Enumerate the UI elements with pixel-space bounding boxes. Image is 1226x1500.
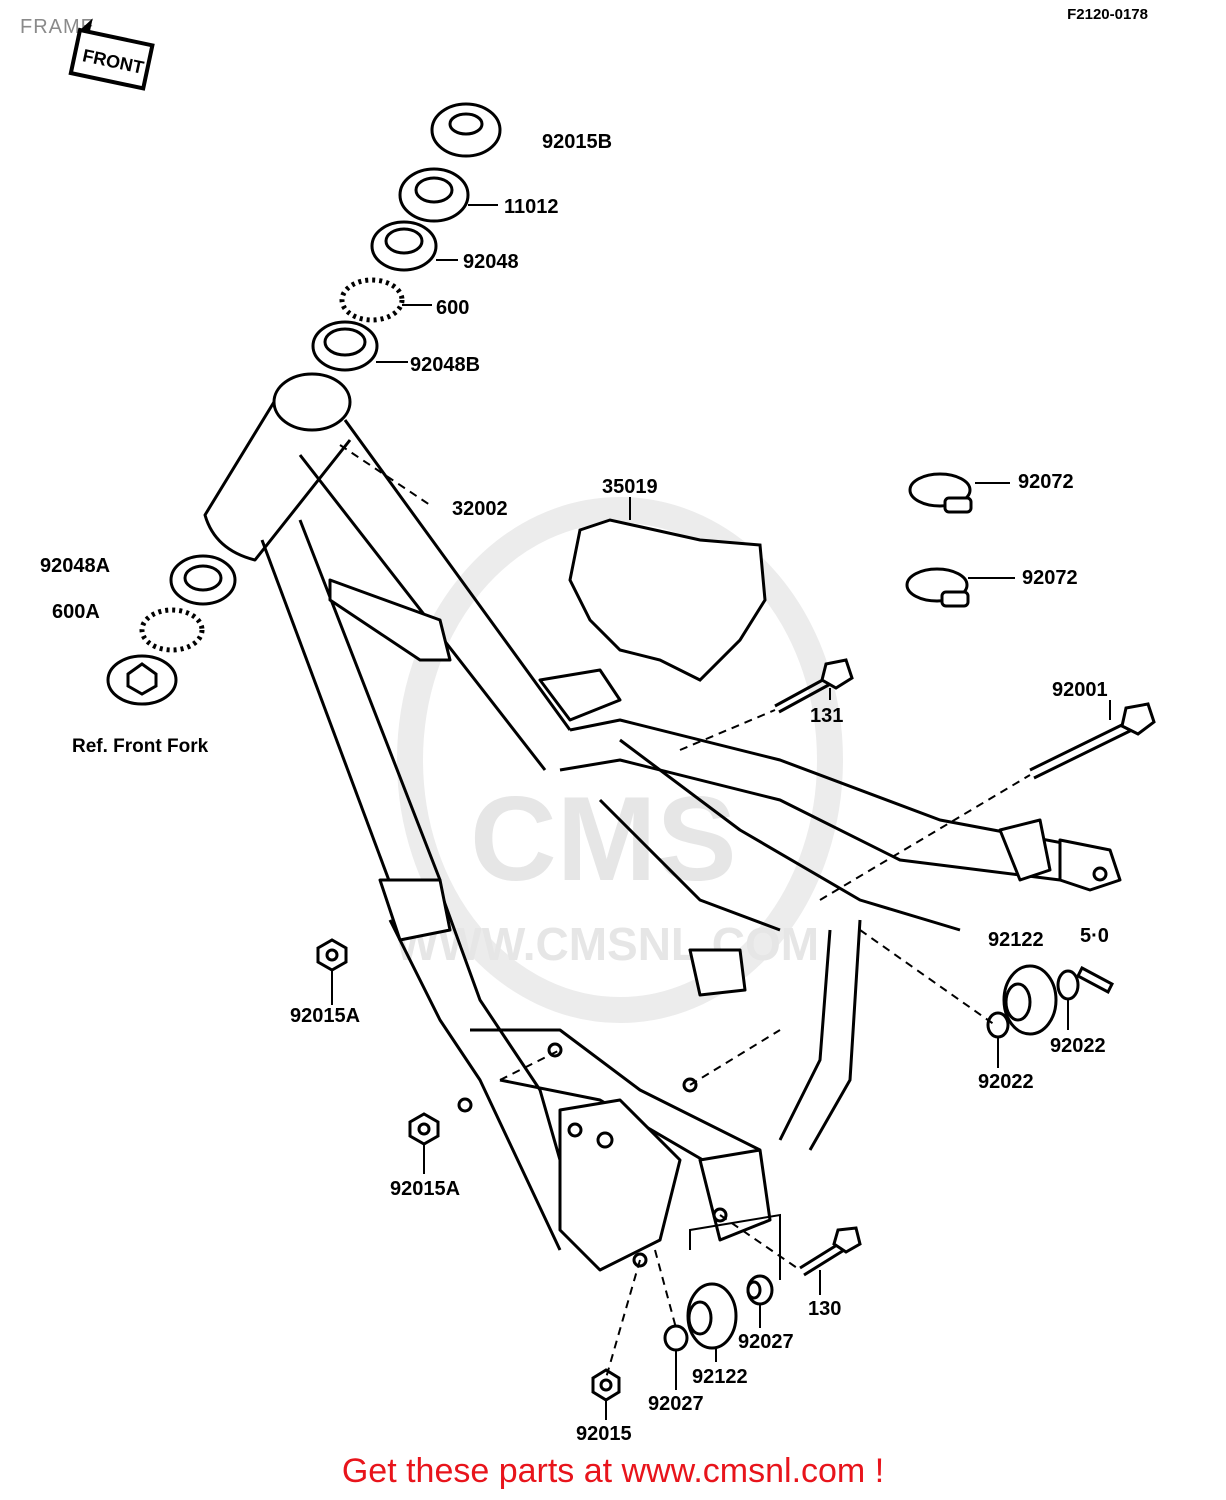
label-92122-upper: 92122 xyxy=(988,929,1044,951)
washer-92022-upper xyxy=(1056,969,1080,1001)
washer-92022-lower xyxy=(986,1011,1010,1039)
bolt-131 xyxy=(774,658,854,714)
side-cover-35019 xyxy=(568,518,767,682)
label-131: 131 xyxy=(810,705,843,727)
label-92048: 92048 xyxy=(463,251,519,273)
front-badge: FRONT xyxy=(68,18,155,91)
label-600: 600 xyxy=(436,297,469,319)
locknut-11012 xyxy=(398,167,470,223)
label-92027-lower: 92027 xyxy=(648,1393,704,1415)
cotter-pin-550 xyxy=(1076,965,1114,995)
label-92027-upper: 92027 xyxy=(738,1331,794,1353)
label-92022-left: 92022 xyxy=(978,1071,1034,1093)
collar-92027-lower xyxy=(663,1324,689,1352)
label-92122-lower: 92122 xyxy=(692,1366,748,1388)
label-92048B: 92048B xyxy=(410,354,480,376)
nut-92015A-lower xyxy=(408,1112,440,1146)
label-ref-front-fork: Ref. Front Fork xyxy=(72,736,209,757)
lower-steering-parts xyxy=(106,554,237,706)
label-92015B: 92015B xyxy=(542,131,612,153)
ball-ring-600A xyxy=(139,607,205,653)
bolts xyxy=(774,658,1156,1277)
label-92048A: 92048A xyxy=(40,555,110,577)
bolt-130 xyxy=(799,1226,862,1277)
bolt-92001 xyxy=(1029,702,1156,780)
nut-92015 xyxy=(591,1368,621,1402)
label-92072-bottom: 92072 xyxy=(1022,567,1078,589)
main-frame-32002 xyxy=(203,372,1122,1272)
stem-nut-92015B xyxy=(430,102,502,158)
steering-stem-parts xyxy=(311,102,502,372)
damper-92122-lower xyxy=(686,1282,738,1350)
collar-92027-upper xyxy=(746,1274,774,1306)
label-11012: 11012 xyxy=(504,196,559,218)
ball-ring-600 xyxy=(339,277,405,323)
cup-92048B xyxy=(311,320,379,372)
diagram-code: F2120-0178 xyxy=(1067,6,1148,23)
cup-92048A xyxy=(169,554,237,606)
label-92072-top: 92072 xyxy=(1018,471,1074,493)
label-550: 5·0 xyxy=(1080,925,1109,947)
nuts-and-dampers xyxy=(316,938,1114,1402)
race-lower xyxy=(106,654,178,706)
leader-lines xyxy=(331,204,1111,1420)
race-92048 xyxy=(370,220,438,272)
label-92015A-upper: 92015A xyxy=(290,1005,360,1027)
label-92015: 92015 xyxy=(576,1423,632,1445)
label-600A: 600A xyxy=(52,601,100,623)
cmsnl-footer-link[interactable]: Get these parts at www.cmsnl.com ! xyxy=(341,1452,885,1490)
watermark-logo: CMS xyxy=(470,772,737,906)
clamps-92072 xyxy=(905,472,973,608)
label-35019: 35019 xyxy=(602,476,658,498)
label-92001: 92001 xyxy=(1052,679,1108,701)
label-32002: 32002 xyxy=(452,498,508,520)
label-92022-right: 92022 xyxy=(1050,1035,1106,1057)
damper-92122-upper xyxy=(1002,964,1058,1036)
part-labels: 92015B 11012 92048 600 92048B 32002 3501… xyxy=(40,131,1109,1445)
label-92015A-lower: 92015A xyxy=(390,1178,460,1200)
page-title: FRAME xyxy=(20,16,95,38)
label-130: 130 xyxy=(808,1298,841,1320)
nut-92015A-upper xyxy=(316,938,348,972)
